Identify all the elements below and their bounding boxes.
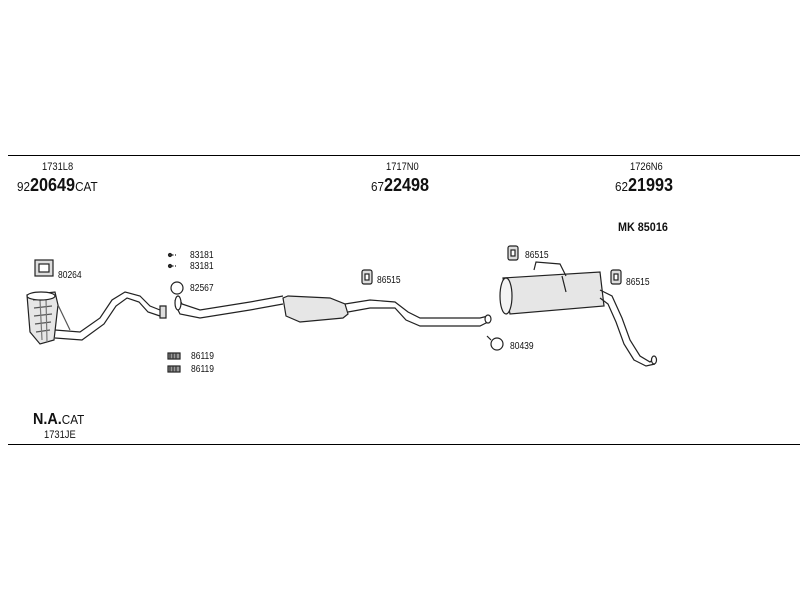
- section-2-number: 22498: [384, 175, 430, 195]
- section-1-part-number: 9220649CAT: [17, 176, 98, 195]
- footer-title: N.A.CAT: [33, 412, 84, 428]
- part-label-86119-b: 86119: [191, 364, 215, 375]
- section-3-extra: MK 85016: [618, 220, 668, 234]
- section-1-suffix: CAT: [75, 179, 98, 194]
- hanger-86119-b-icon: [167, 365, 181, 373]
- ring-82567-icon: [170, 281, 184, 295]
- mount-86515-c-icon: [610, 269, 622, 285]
- section-2-prefix: 67: [371, 179, 385, 194]
- section-1-prefix: 92: [17, 179, 31, 194]
- footer-code: 1731JE: [44, 429, 76, 441]
- section-2-code: 1717N0: [386, 161, 419, 173]
- section-1-number: 20649: [30, 175, 76, 195]
- top-divider-line: [8, 155, 800, 156]
- part-label-86515-c: 86515: [626, 277, 650, 288]
- bolt-83181-a-icon: [167, 252, 176, 258]
- mount-86515-b-icon: [507, 245, 519, 261]
- part-label-86515-b: 86515: [525, 250, 549, 261]
- rear-silencer-icon: [499, 261, 658, 367]
- catalytic-converter-icon: [26, 291, 167, 345]
- hanger-86119-a-icon: [167, 352, 181, 360]
- bottom-divider-line: [8, 444, 800, 445]
- part-label-83181-a: 83181: [190, 250, 214, 261]
- mount-86515-a-icon: [361, 269, 373, 285]
- section-3-prefix: 62: [615, 179, 629, 194]
- gasket-80264-icon: [34, 259, 54, 277]
- section-3-number: 21993: [628, 175, 674, 195]
- part-label-83181-b: 83181: [190, 261, 214, 272]
- middle-pipe-icon: [174, 295, 492, 327]
- part-label-80439: 80439: [510, 341, 534, 352]
- section-3-part-number: 6221993: [615, 176, 673, 195]
- part-label-86515-a: 86515: [377, 275, 401, 286]
- part-label-86119-a: 86119: [191, 351, 215, 362]
- section-3-code: 1726N6: [630, 161, 663, 173]
- bolt-83181-b-icon: [167, 263, 176, 269]
- clamp-80439-icon: [486, 335, 504, 351]
- part-label-80264: 80264: [58, 270, 82, 281]
- section-1-code: 1731L8: [42, 161, 74, 173]
- section-2-part-number: 6722498: [371, 176, 429, 195]
- footer-title-suffix: CAT: [61, 412, 85, 427]
- part-label-82567: 82567: [190, 283, 214, 294]
- footer-title-bold: N.A.: [33, 411, 62, 428]
